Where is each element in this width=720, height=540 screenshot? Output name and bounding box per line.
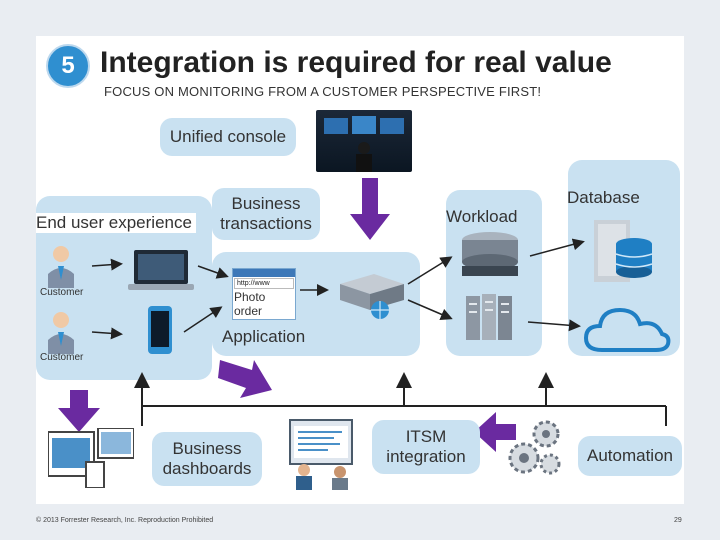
customer-icon bbox=[48, 246, 74, 288]
console-photo bbox=[316, 110, 412, 172]
arrow-left-icon bbox=[474, 412, 516, 452]
automation-pill: Automation bbox=[578, 436, 682, 476]
gears-icon bbox=[508, 420, 561, 475]
page-number: 29 bbox=[674, 517, 682, 524]
browser-icon: http://www bbox=[232, 268, 296, 320]
laptop-icon bbox=[128, 250, 194, 290]
photo-order-label: Photo order bbox=[234, 290, 266, 319]
footer-copyright: © 2013 Forrester Research, Inc. Reproduc… bbox=[36, 517, 214, 524]
workload-label: Workload bbox=[446, 207, 518, 226]
end-user-experience-label: End user experience bbox=[36, 213, 196, 233]
database-server-icon bbox=[594, 220, 653, 282]
arrow-diagonal-icon bbox=[218, 360, 272, 398]
itsm-integration-label: ITSM integration bbox=[386, 427, 466, 466]
console-operator-icon bbox=[324, 116, 404, 172]
smartphone-icon bbox=[148, 306, 172, 354]
arrow-down-icon bbox=[350, 178, 390, 240]
page-title: Integration is required for real value bbox=[100, 46, 612, 79]
customer-label-2: Customer bbox=[40, 352, 84, 363]
arrow-down-icon bbox=[58, 390, 100, 432]
server-icon bbox=[340, 274, 404, 319]
business-dashboards-label: Business dashboards bbox=[162, 439, 252, 478]
customer-label-1: Customer bbox=[40, 287, 84, 298]
browser-url: http://www bbox=[234, 278, 294, 289]
section-number-badge: 5 bbox=[46, 44, 90, 88]
itsm-integration-pill: ITSM integration bbox=[372, 420, 480, 474]
people-at-screen-icon bbox=[289, 419, 353, 490]
business-transactions-label: Business transactions bbox=[220, 194, 312, 233]
application-label: Application bbox=[222, 327, 306, 346]
database-label: Database bbox=[567, 188, 640, 207]
rack-server-icon bbox=[466, 294, 512, 340]
unified-console-label: Unified console bbox=[169, 127, 287, 147]
cloud-icon bbox=[583, 307, 671, 352]
page-subtitle: FOCUS ON MONITORING FROM A CUSTOMER PERS… bbox=[104, 84, 542, 99]
browser-title-bar bbox=[233, 269, 295, 277]
customer-icon bbox=[48, 312, 74, 354]
business-transactions-pill: Business transactions bbox=[212, 188, 320, 240]
section-number: 5 bbox=[61, 52, 75, 79]
automation-label: Automation bbox=[587, 446, 673, 466]
unified-console-pill: Unified console bbox=[160, 118, 296, 156]
dashboard-devices-icon bbox=[48, 428, 134, 488]
business-dashboards-pill: Business dashboards bbox=[152, 432, 262, 486]
storage-icon bbox=[462, 232, 518, 276]
